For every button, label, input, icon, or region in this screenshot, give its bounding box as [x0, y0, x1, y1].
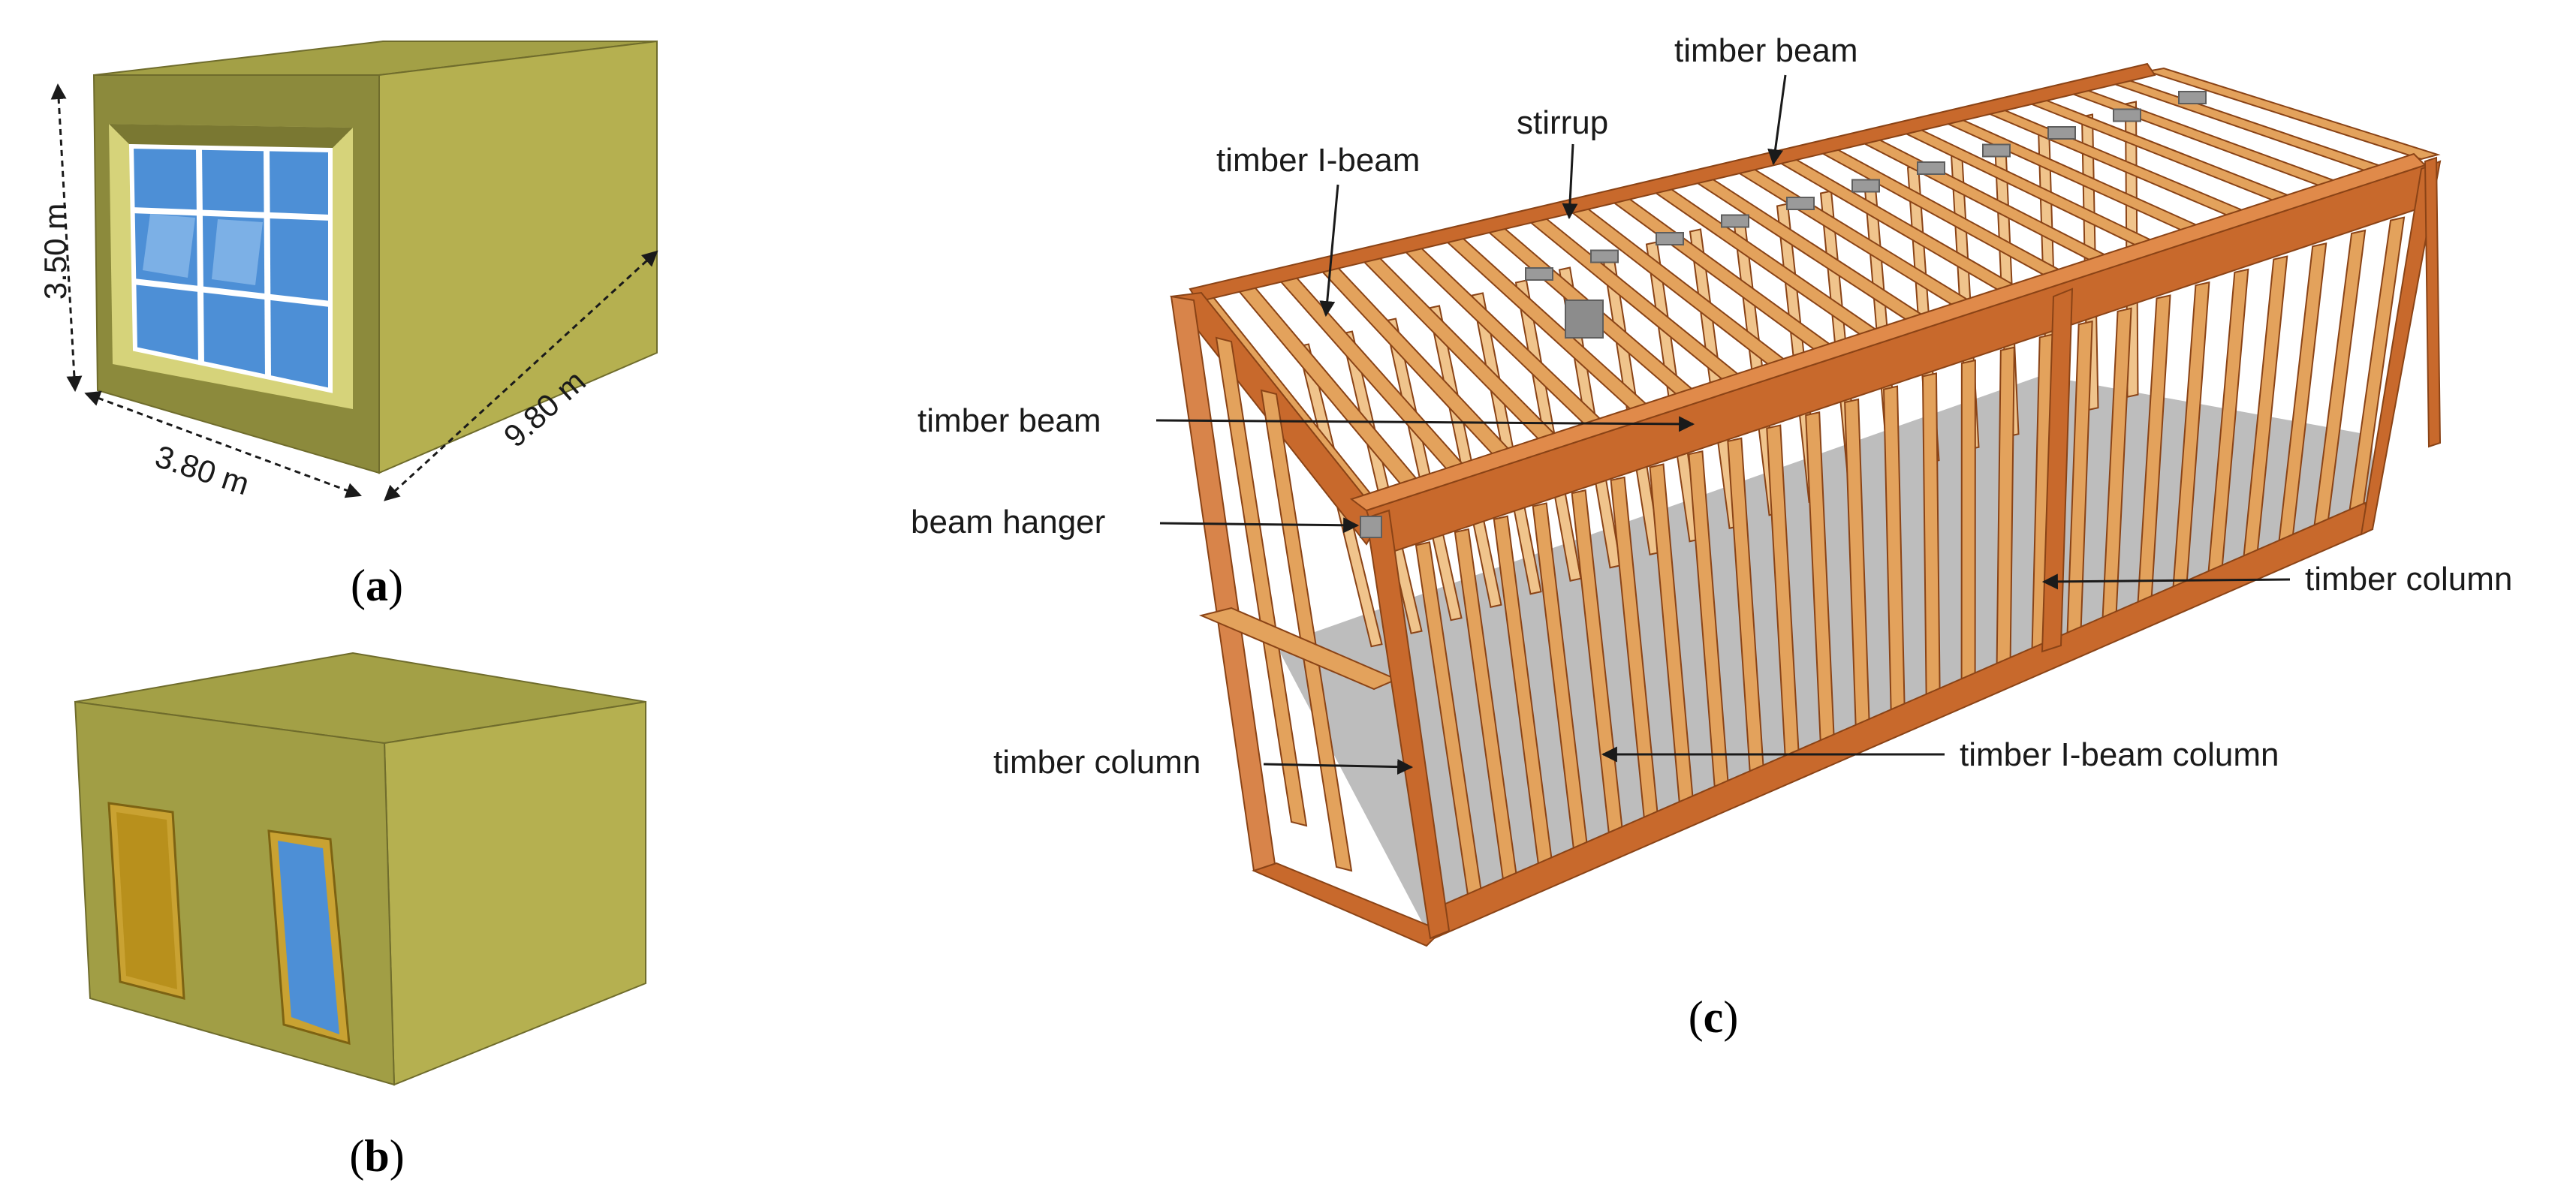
label-timber-beam-top: timber beam — [1674, 32, 1858, 69]
leader-beam-hanger — [1159, 517, 1360, 534]
panel-b: (b) — [74, 652, 646, 1181]
stirrup-part — [1525, 267, 1553, 281]
callouts: timber beam stirrup timber I-beam timber… — [911, 32, 2512, 781]
stirrup-part — [1917, 161, 1945, 175]
frame-roof-joists — [1189, 62, 2441, 506]
roof-joist — [2147, 67, 2441, 161]
module-a-mullion — [196, 147, 204, 365]
front-wall-i-beam-stud — [1960, 359, 1976, 697]
module-b-window-glass — [278, 841, 339, 1034]
panel-a: 3.50 m 3.80 m 9.80 m (a) — [38, 40, 658, 610]
caption-b: (b) — [349, 1131, 404, 1181]
caption-c: (c) — [1689, 992, 1739, 1042]
module-a-recess-shadow — [109, 124, 353, 150]
label-timber-beam-side: timber beam — [917, 402, 1101, 439]
label-timber-i-beam-column: timber I-beam column — [1960, 736, 2279, 773]
stirrup-part — [1590, 249, 1619, 263]
dimension-line-width — [84, 390, 362, 498]
module-a-transom — [133, 278, 331, 307]
module-a-transom — [131, 207, 331, 221]
front-corner-column — [1365, 509, 1451, 940]
stirrup-part — [2113, 108, 2141, 122]
front-wall-i-beam-stud — [1921, 372, 1941, 712]
label-stirrup: stirrup — [1517, 104, 1608, 141]
label-timber-column-left: timber column — [993, 744, 1201, 781]
module-b-door-panel — [116, 812, 177, 989]
end-wall-stud — [1215, 336, 1308, 827]
front-mid-column — [2041, 287, 2074, 653]
module-b-side — [383, 700, 646, 1086]
leader-timber-beam-top — [1767, 74, 1787, 166]
leader-stirrup — [1562, 143, 1578, 220]
stirrup-part — [2178, 91, 2207, 104]
stirrup-part — [1656, 232, 1684, 245]
caption-a: (a) — [351, 561, 403, 610]
label-beam-hanger: beam hanger — [911, 504, 1105, 540]
stirrup-part — [1982, 143, 2011, 158]
stirrup-part — [1721, 214, 1749, 228]
frame-end-wall — [1170, 291, 1443, 947]
end-wall-stud — [1260, 389, 1353, 872]
stirrup-part — [2047, 126, 2076, 140]
leader-timber-column-left — [1263, 759, 1414, 775]
leader-timber-column-right — [2041, 573, 2291, 590]
module-a-open-sash — [143, 214, 195, 278]
frame-stirrups — [1525, 91, 2207, 339]
beam-hanger — [1360, 516, 1382, 538]
label-timber-i-beam: timber I-beam — [1216, 142, 1420, 179]
dimension-height-label: 3.50 m — [38, 203, 73, 299]
far-end-post — [2424, 156, 2442, 448]
dimension-line-height — [50, 83, 83, 393]
dimension-line-length — [384, 250, 658, 501]
roof-joist — [1978, 107, 2255, 221]
roof-joist — [1896, 126, 2163, 251]
module-a-mullion — [264, 148, 271, 378]
module-a-box — [92, 40, 658, 474]
dimension-width-label: 3.80 m — [151, 438, 254, 501]
stirrup-block — [1565, 299, 1604, 339]
stirrup-part — [1786, 197, 1815, 210]
panel-c: timber beam stirrup timber I-beam timber… — [911, 32, 2512, 1042]
label-timber-column-right: timber column — [2305, 561, 2512, 597]
roof-joist — [2020, 97, 2302, 206]
module-a-open-sash — [212, 219, 263, 285]
leader-timber-beam-side — [1155, 416, 1695, 432]
stirrup-part — [1851, 179, 1880, 193]
leader-timber-i-beam — [1319, 184, 1339, 318]
roof-joist — [1772, 155, 2024, 296]
roof-joist — [1647, 185, 1886, 341]
